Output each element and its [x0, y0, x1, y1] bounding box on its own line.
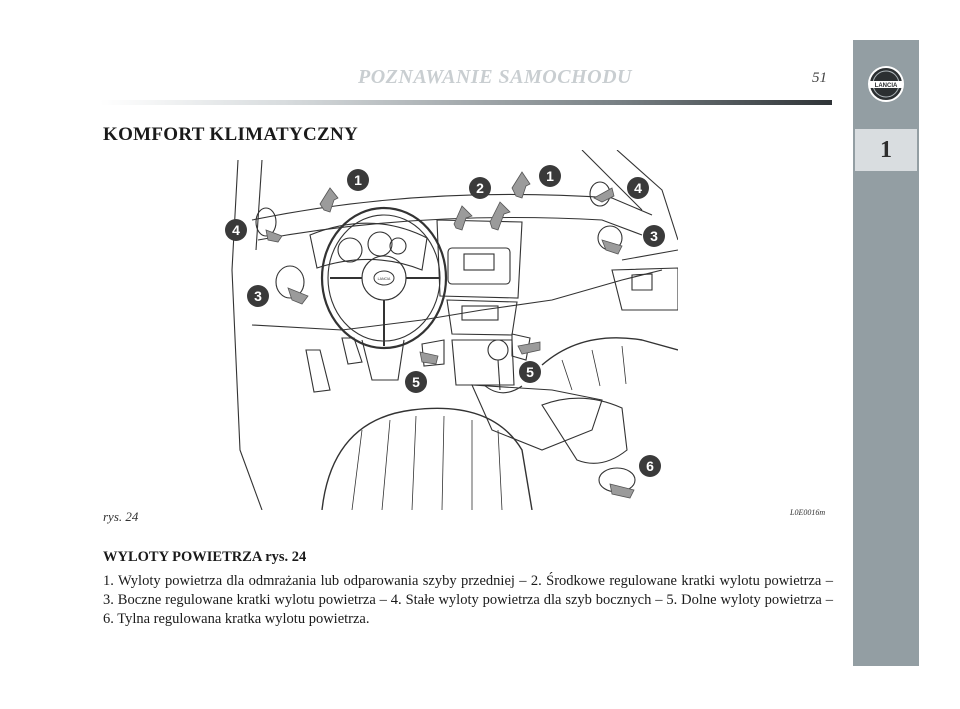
airflow-arrow-lateral-left	[287, 287, 309, 305]
airflow-arrow-rear	[609, 483, 635, 499]
dashboard-illustration: LANCIA 1 2 1 4 4 3	[222, 149, 679, 511]
subheading: WYLOTY POWIETRZA rys. 24	[103, 549, 307, 565]
callout-3-left: 3	[254, 288, 262, 304]
body-paragraph: 1. Wyloty powietrza dla odmrażania lub o…	[103, 573, 833, 627]
dashboard-drawing: LANCIA 1 2 1 4 4 3	[225, 149, 679, 511]
airflow-arrow-defrost-right	[511, 171, 531, 199]
figure-caption: rys. 24	[103, 509, 139, 524]
airflow-arrow-side-left	[265, 229, 283, 243]
callout-5-right: 5	[526, 364, 534, 380]
lancia-logo-icon: LANCIA	[868, 66, 904, 102]
section-title: KOMFORT KLIMATYCZNY	[103, 124, 359, 145]
callout-4-right: 4	[634, 180, 642, 196]
steering-badge: LANCIA	[378, 277, 391, 281]
callout-2: 2	[476, 180, 484, 196]
airflow-arrow-center-left	[453, 205, 473, 231]
chapter-number: 1	[880, 136, 892, 163]
airflow-arrow-center-right	[489, 201, 511, 231]
airflow-arrow-floor-right	[517, 341, 541, 355]
callout-3-right: 3	[650, 228, 658, 244]
airflow-arrow-lateral-right	[601, 239, 623, 255]
callout-4-left: 4	[232, 222, 240, 238]
callout-5-left: 5	[412, 374, 420, 390]
callout-1-right: 1	[546, 168, 554, 184]
logo-text: LANCIA	[875, 83, 898, 89]
airflow-arrow-side-right	[593, 187, 615, 203]
airflow-arrow-floor-left	[419, 351, 439, 365]
logo-box: LANCIA	[853, 40, 919, 126]
page-number: 51	[812, 70, 827, 86]
header-rule	[100, 100, 832, 105]
callout-1-left: 1	[354, 172, 362, 188]
figure-code: L0E0016m	[790, 508, 826, 517]
airflow-arrow-defrost-left	[319, 187, 339, 213]
callout-6: 6	[646, 458, 654, 474]
chapter-tab[interactable]: 1	[855, 129, 917, 171]
running-header: POZNAWANIE SAMOCHODU	[358, 66, 632, 88]
